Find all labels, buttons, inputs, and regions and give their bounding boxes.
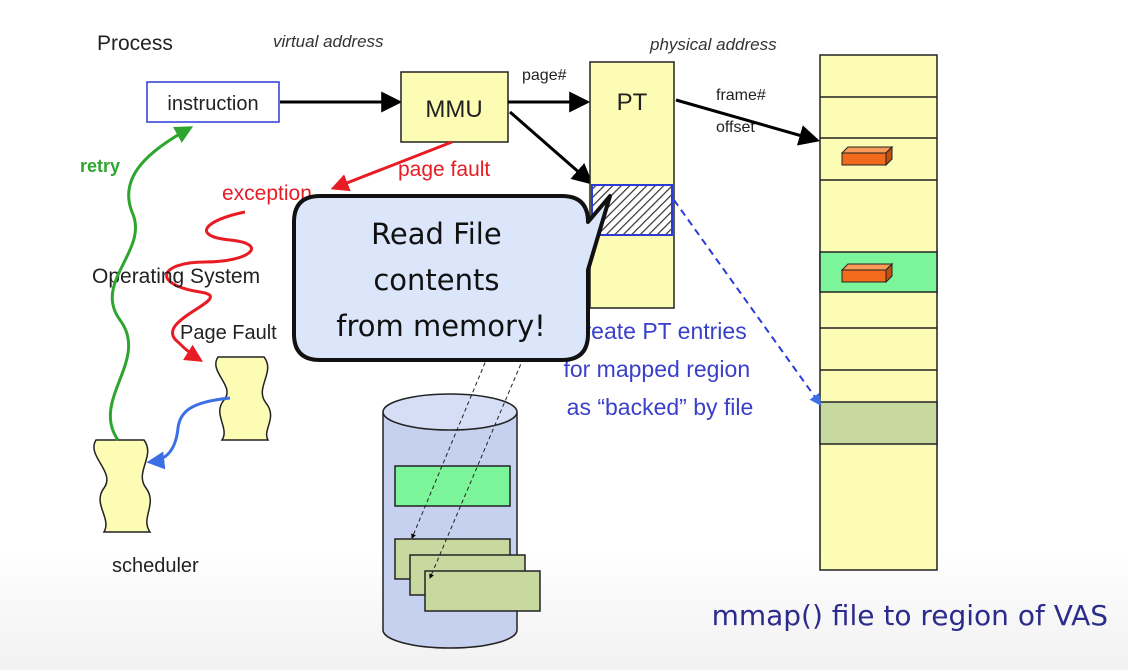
disk-top bbox=[382, 393, 518, 431]
process-label: Process bbox=[97, 32, 173, 55]
exception-squiggle bbox=[165, 210, 254, 362]
create-pt-line-1: Create PT entries bbox=[567, 318, 747, 344]
callout-line-3: from memory! bbox=[336, 309, 546, 343]
instruction-box bbox=[146, 81, 280, 123]
orange-block bbox=[840, 262, 894, 284]
operating-system-label: Operating System bbox=[92, 265, 260, 288]
exception-label: exception bbox=[222, 182, 312, 205]
scheduler-label: scheduler bbox=[112, 555, 199, 577]
create-pt-line-2: for mapped region bbox=[563, 356, 750, 382]
page-fault-handler-label: Page Fault bbox=[180, 322, 277, 344]
callout-text: Read File contents from memory! bbox=[336, 217, 546, 343]
callout-line-2: contents bbox=[373, 263, 499, 297]
physical-memory bbox=[819, 54, 938, 571]
mmu-label: MMU bbox=[425, 96, 482, 123]
instruction-label: instruction bbox=[167, 93, 258, 115]
page-fault-handler-scroll bbox=[215, 356, 272, 441]
pt-to-memory-arrow bbox=[675, 98, 821, 146]
offset-label: offset bbox=[716, 119, 755, 136]
page-fault-arrow bbox=[330, 140, 453, 192]
callout-bubble bbox=[292, 194, 612, 362]
memory-mapped-frame bbox=[819, 401, 938, 445]
handler-to-scheduler-arrow bbox=[146, 396, 231, 470]
physical-address-label: physical address bbox=[649, 35, 777, 54]
page-number-label: page# bbox=[522, 67, 567, 84]
create-pt-entries-text: Create PT entries for mapped region as “… bbox=[563, 318, 756, 420]
disk-green-block bbox=[394, 465, 511, 507]
mmu-to-pt-entry-arrow bbox=[509, 110, 594, 185]
create-pt-line-3: as “backed” by file bbox=[567, 394, 754, 420]
retry-arrow bbox=[108, 126, 194, 441]
pt-entry-to-frame-arrow bbox=[673, 199, 822, 406]
mmap-caption: mmap() file to region of VAS bbox=[712, 599, 1108, 632]
memory-column bbox=[819, 54, 938, 571]
disk bbox=[382, 393, 541, 649]
orange-block bbox=[840, 145, 894, 167]
mmu-box bbox=[400, 71, 509, 143]
scheduler-scroll bbox=[93, 439, 152, 533]
file-block bbox=[424, 570, 541, 612]
virtual-address-label: virtual address bbox=[273, 32, 384, 51]
callout-line-1: Read File bbox=[371, 217, 502, 251]
pt-label: PT bbox=[617, 89, 648, 116]
page-fault-label: page fault bbox=[398, 158, 490, 181]
retry-label: retry bbox=[80, 156, 120, 176]
frame-number-label: frame# bbox=[716, 87, 766, 104]
